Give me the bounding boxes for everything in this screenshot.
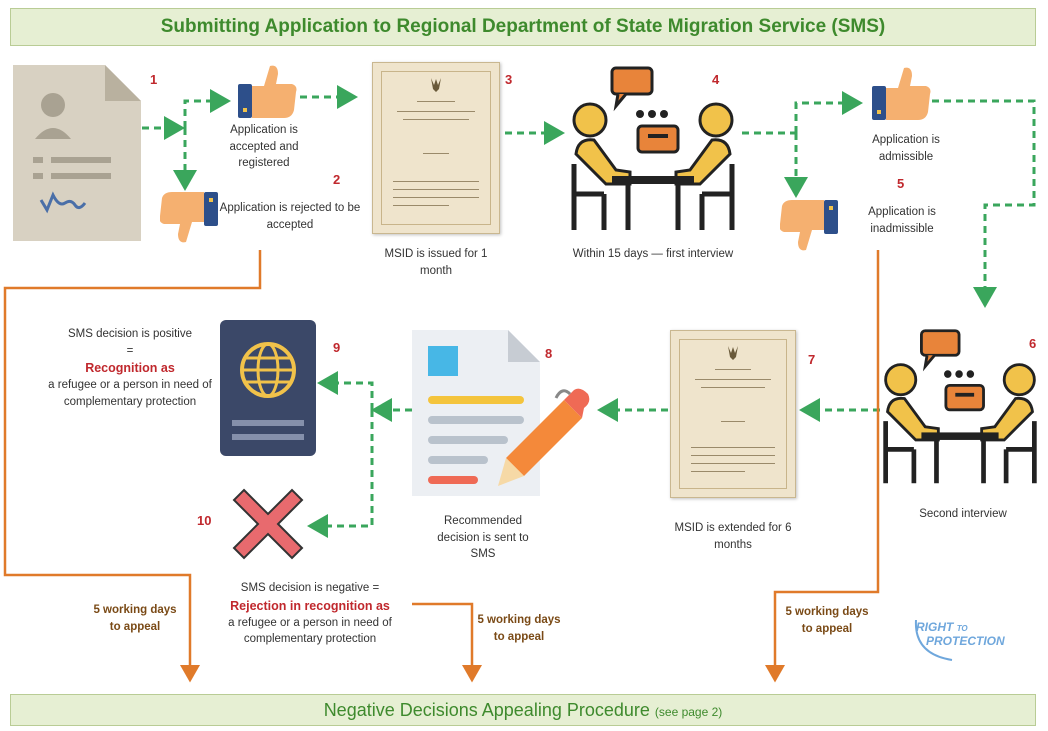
rejection-x-icon <box>232 488 304 560</box>
first-interview-label: Within 15 days — first interview <box>572 248 734 260</box>
logo-line1: RIGHT TO <box>916 620 968 634</box>
step-10-number: 10 <box>197 513 212 528</box>
thumbs-down-inadmissible-icon <box>780 200 838 251</box>
header-title: Submitting Application to Regional Depar… <box>160 16 886 37</box>
footer-banner: Negative Decisions Appealing Procedure (… <box>10 694 1036 726</box>
thumbs-down-icon <box>160 192 218 243</box>
step-3-number: 3 <box>505 72 513 87</box>
second-interview-icon <box>883 329 1037 484</box>
accepted-label: Application is accepted and registered <box>229 124 299 170</box>
admissible-label: Application is admissible <box>872 134 940 163</box>
msid-issued-label: MSID is issued for 1 month <box>384 248 488 277</box>
step-9-number: 9 <box>333 340 341 355</box>
negative-decision-line2: a refugee or a person in need of complem… <box>228 616 392 646</box>
step-8-number: 8 <box>545 346 553 361</box>
msid-extended-document <box>670 330 796 498</box>
step-2-number: 2 <box>333 172 341 187</box>
recommended-decision-label: Recommended decision is sent to SMS <box>437 515 529 561</box>
logo-line2: PROTECTION <box>926 634 1005 648</box>
passport-icon <box>220 320 316 456</box>
second-interview-label: Second interview <box>919 508 1007 520</box>
negative-decision-line1: SMS decision is negative = <box>240 582 380 594</box>
arrow-branch8-up <box>317 371 374 410</box>
trident-icon <box>431 78 441 92</box>
positive-decision-line3: a refugee or a person in need of complem… <box>48 379 212 409</box>
application-document-icon <box>13 65 141 241</box>
appeal-left-label: 5 working days to appeal <box>93 604 177 634</box>
arrow-branch-up <box>183 89 231 128</box>
positive-decision-line1: SMS decision is positive <box>68 328 192 340</box>
positive-decision-text: SMS decision is positive = Recognition a… <box>48 326 212 411</box>
right-to-protection-logo: RIGHT TO PROTECTION <box>912 614 1030 664</box>
logo-swoosh-icon <box>914 619 953 661</box>
interview-icon <box>571 66 735 230</box>
appeal-middle-label: 5 working days to appeal <box>477 614 561 644</box>
rejection-highlight: Rejection in recognition as <box>230 598 390 613</box>
footer-title: Negative Decisions Appealing Procedure <box>323 700 650 720</box>
recognition-highlight: Recognition as <box>85 361 175 376</box>
negative-decision-text: SMS decision is negative = Rejection in … <box>212 580 408 648</box>
msid-extended-label: MSID is extended for 6 months <box>674 522 792 551</box>
appeal-line-right <box>765 250 880 683</box>
thumbs-up-icon <box>238 65 297 118</box>
footer-note: (see page 2) <box>654 705 723 719</box>
thumbs-up-admissible-icon <box>872 67 931 120</box>
step-7-number: 7 <box>808 352 816 367</box>
step-1-number: 1 <box>150 72 158 87</box>
arrow-branch8-down <box>307 410 374 538</box>
appeal-line-left <box>3 250 262 683</box>
arrow-admissible-to-second <box>932 99 1036 308</box>
positive-decision-equals: = <box>126 344 134 357</box>
inadmissible-label: Application is inadmissible <box>868 206 936 235</box>
msid-document <box>372 62 500 234</box>
rejected-label: Application is rejected to be accepted <box>219 202 361 231</box>
step-4-number: 4 <box>712 72 720 87</box>
step-5-number: 5 <box>897 176 905 191</box>
trident-icon-2 <box>728 346 738 360</box>
step-6-number: 6 <box>1029 336 1037 351</box>
appeal-right-label: 5 working days to appeal <box>785 606 869 636</box>
appeal-line-middle <box>412 602 482 683</box>
header-banner: Submitting Application to Regional Depar… <box>10 8 1036 46</box>
arrow-branch5-up <box>794 91 863 133</box>
recommended-decision-icon <box>412 330 590 496</box>
